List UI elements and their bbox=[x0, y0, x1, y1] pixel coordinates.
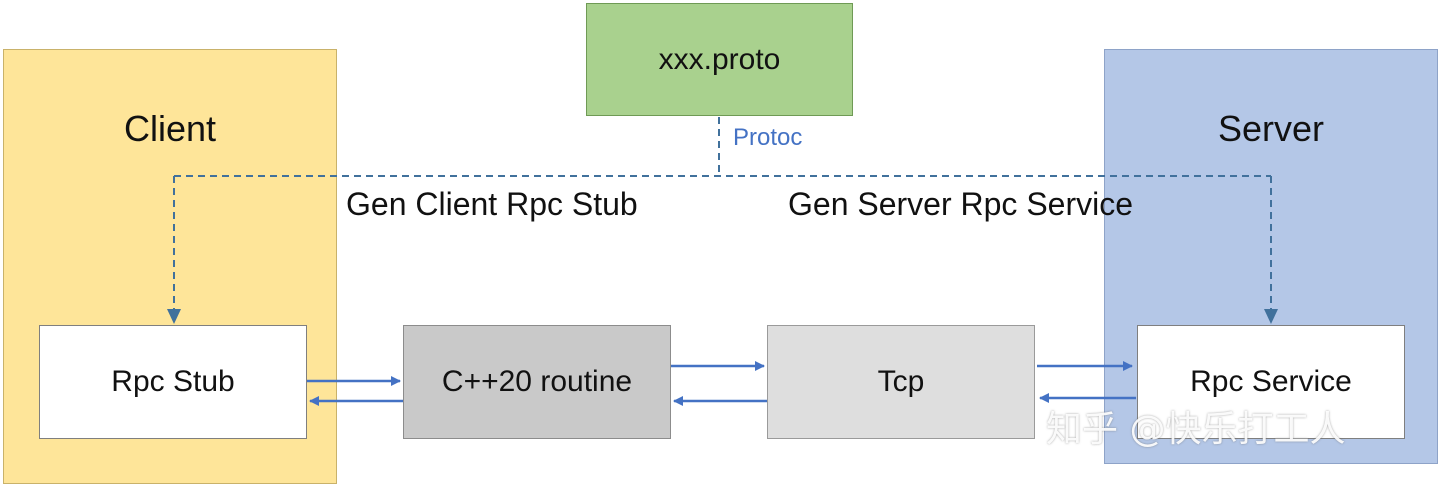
watermark: 知乎 @快乐打工人 bbox=[1046, 409, 1346, 450]
gen-client-arrowhead bbox=[167, 309, 181, 324]
server-title: Server bbox=[1217, 108, 1325, 149]
gen-server-arrowhead bbox=[1264, 309, 1278, 324]
routine-box: C++20 routine bbox=[403, 325, 671, 439]
rpc-stub-box: Rpc Stub bbox=[39, 325, 307, 439]
gen-client-label: Gen Client Rpc Stub bbox=[346, 186, 638, 222]
proto-file-box: xxx.proto bbox=[586, 3, 853, 116]
tcp-box: Tcp bbox=[767, 325, 1035, 439]
protoc-label: Protoc bbox=[733, 124, 803, 151]
rpc-service-box: Rpc Service bbox=[1137, 325, 1405, 439]
client-title: Client bbox=[123, 108, 217, 149]
gen-server-label: Gen Server Rpc Service bbox=[788, 186, 1134, 222]
